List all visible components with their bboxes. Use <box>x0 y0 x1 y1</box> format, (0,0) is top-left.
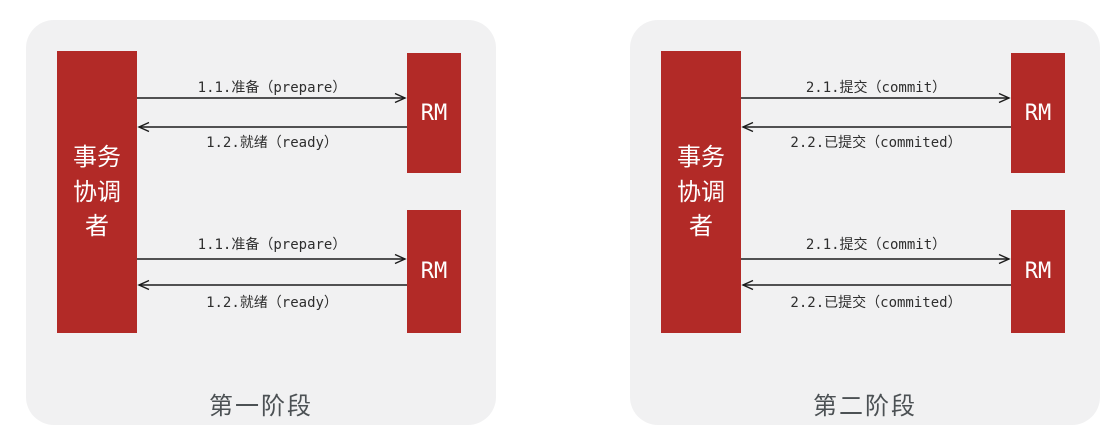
phase2-response-arrow-bottom <box>741 279 1011 291</box>
phase2-request-arrow-top <box>741 92 1011 104</box>
phase2-request-label-bottom: 2.1.提交（commit） <box>805 237 947 253</box>
phase2-rm-box-top: RM <box>1011 53 1065 173</box>
phase2-response-label-bottom: 2.2.已提交（commited） <box>790 295 962 311</box>
phase1-request-arrow-top <box>137 92 407 104</box>
phase2-request-label-top: 2.1.提交（commit） <box>805 80 947 96</box>
phase2-caption: 第二阶段 <box>813 392 917 420</box>
phase2-response-label-top: 2.2.已提交（commited） <box>790 135 962 151</box>
phase1-response-arrow-top <box>137 121 407 133</box>
phase1-response-label-top: 1.2.就绪（ready） <box>206 135 338 151</box>
phase1-response-label-bottom: 1.2.就绪（ready） <box>206 295 338 311</box>
phase2-rm-box-bottom: RM <box>1011 210 1065 333</box>
phase1-request-arrow-bottom <box>137 253 407 265</box>
phase1-coordinator-box: 事务协调者 <box>57 51 137 333</box>
phase2-request-arrow-bottom <box>741 253 1011 265</box>
phase1-request-label-bottom: 1.1.准备（prepare） <box>197 237 347 253</box>
phase2-coordinator-box: 事务协调者 <box>661 51 741 333</box>
phase1-response-arrow-bottom <box>137 279 407 291</box>
phase2-response-arrow-top <box>741 121 1011 133</box>
phase1-rm-box-top: RM <box>407 53 461 173</box>
phase1-caption: 第一阶段 <box>209 392 313 420</box>
phase1-request-label-top: 1.1.准备（prepare） <box>197 80 347 96</box>
phase1-panel: 事务协调者 RM RM 1.1.准备（prepare） 1.2.就绪（ready… <box>26 20 496 425</box>
phase2-panel: 事务协调者 RM RM 2.1.提交（commit） 2.2.已提交（commi… <box>630 20 1100 425</box>
phase1-rm-box-bottom: RM <box>407 210 461 333</box>
